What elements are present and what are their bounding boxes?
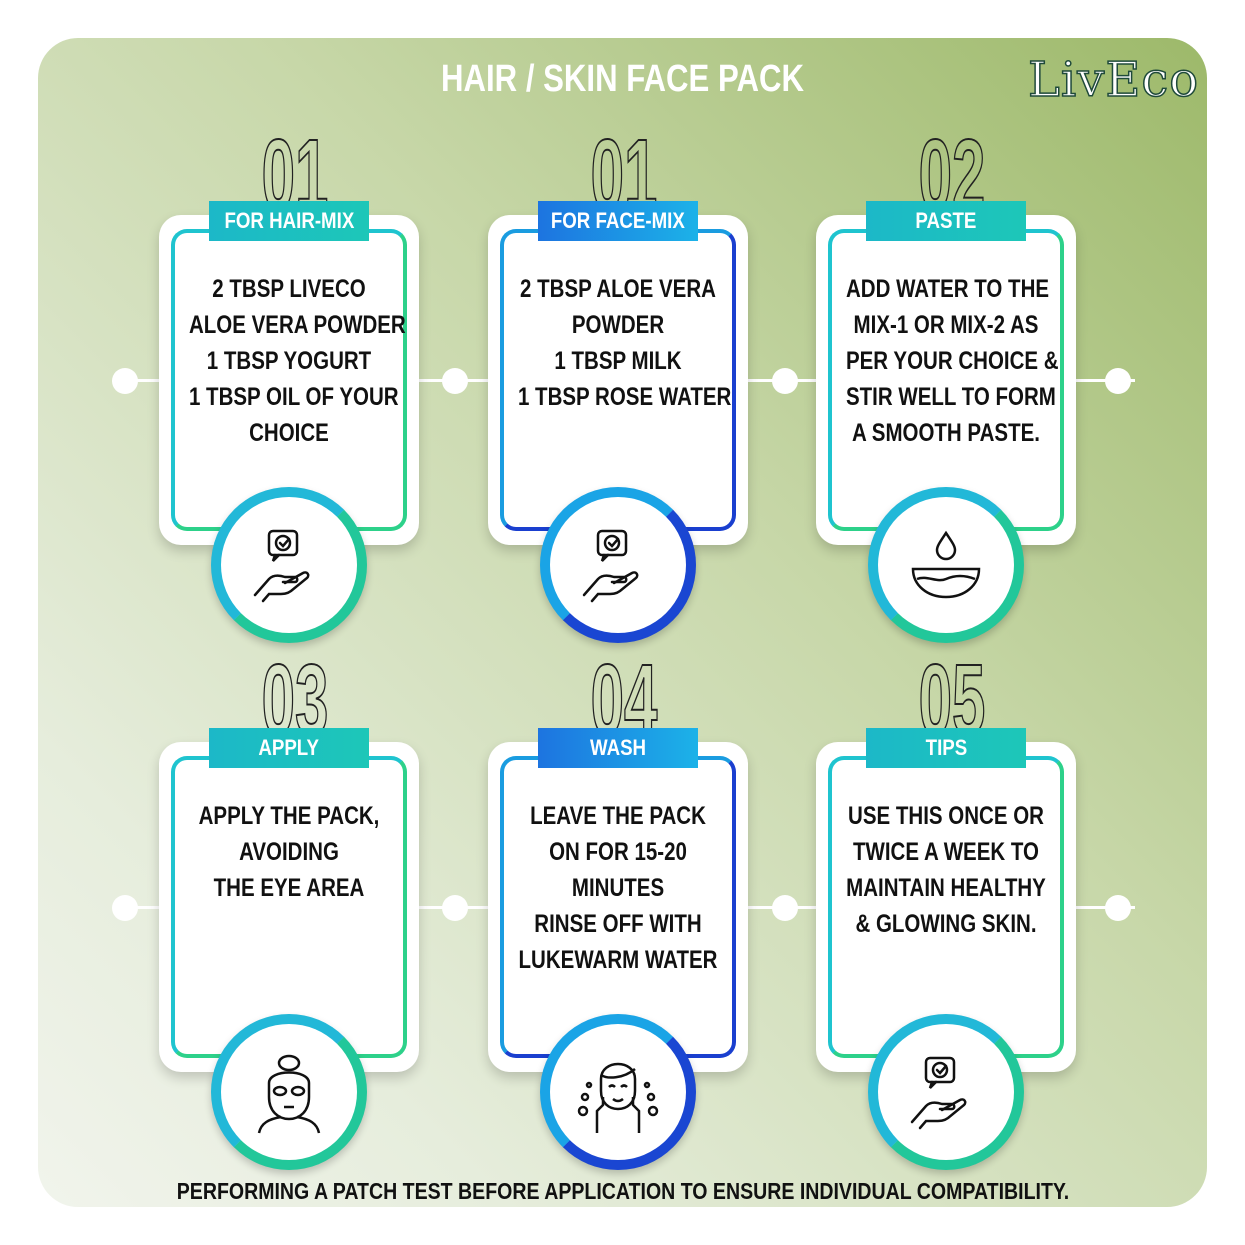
step-text-line: 1 TBSP ROSE WATER [517, 383, 732, 411]
step-label: FOR FACE-MIX [538, 201, 698, 241]
step-text-line: & GLOWING SKIN. [855, 910, 1037, 938]
step-text-line: 1 TBSP OIL OF YOUR [188, 383, 399, 411]
connector-dot [772, 368, 798, 394]
step-label-text: TIPS [925, 735, 967, 760]
step-text: APPLY THE PACK, AVOIDING THE EYE AREA [167, 798, 411, 906]
step-card: TIPS USE THIS ONCE OR TWICE A WEEK TO MAINT… [816, 728, 1076, 1170]
step-text-line: STIR WELL TO FORM [845, 383, 1056, 411]
footer-text: PERFORMING A PATCH TEST BEFORE APPLICATI… [176, 1178, 1069, 1204]
step-label-text: FOR HAIR-MIX [224, 208, 354, 233]
step-label-text: PASTE [915, 208, 977, 233]
step-label: TIPS [866, 728, 1026, 768]
step-text-line: ALOE VERA POWDER [188, 311, 406, 339]
step-text-line: 1 TBSP MILK [554, 347, 682, 375]
step-label: PASTE [866, 201, 1026, 241]
step-text-line: 1 TBSP YOGURT [206, 347, 372, 375]
connector-dot [112, 368, 138, 394]
connector-dot [772, 895, 798, 921]
step-label: APPLY [209, 728, 369, 768]
brand-logo: LivEco [1027, 51, 1200, 109]
step-text-line: PER YOUR CHOICE & [845, 347, 1059, 375]
step-text-line: THE EYE AREA [213, 874, 365, 902]
step-text: 2 TBSP ALOE VERA POWDER 1 TBSP MILK 1 TBSP … [496, 271, 740, 415]
step-text-line: MINUTES [571, 874, 665, 902]
step-text-line: ON FOR 15-20 [549, 838, 687, 866]
face-wash-icon [540, 1014, 696, 1170]
step-text-line: MIX-1 OR MIX-2 AS [853, 311, 1039, 339]
bowl-with-drop-icon [868, 487, 1024, 643]
connector-dot [1105, 895, 1131, 921]
step-text-line: AVOIDING [239, 838, 339, 866]
step-label-text: APPLY [258, 735, 320, 760]
step-text-line: 2 TBSP ALOE VERA [520, 275, 716, 303]
connector-dot [442, 368, 468, 394]
step-text: ADD WATER TO THE MIX-1 OR MIX-2 AS PER YOU… [824, 271, 1068, 451]
hand-with-check-bubble-icon [868, 1014, 1024, 1170]
hand-with-check-bubble-icon [540, 487, 696, 643]
page-title: HAIR / SKIN FACE PACK [440, 58, 804, 100]
step-card: PASTE ADD WATER TO THE MIX-1 OR MIX-2 AS PE… [816, 201, 1076, 643]
step-text: USE THIS ONCE OR TWICE A WEEK TO MAINTAIN … [824, 798, 1068, 942]
step-card: FOR FACE-MIX 2 TBSP ALOE VERA POWDER 1 TBSP… [488, 201, 748, 643]
connector-dot [1105, 368, 1131, 394]
step-label: WASH [538, 728, 698, 768]
face-mask-icon [211, 1014, 367, 1170]
hand-with-check-bubble-icon [211, 487, 367, 643]
step-card: FOR HAIR-MIX 2 TBSP LIVECO ALOE VERA POWDE… [159, 201, 419, 643]
footer-note: PERFORMING A PATCH TEST BEFORE APPLICATI… [0, 1178, 1245, 1205]
step-text-line: LEAVE THE PACK [530, 802, 706, 830]
step-text-line: TWICE A WEEK TO [852, 838, 1040, 866]
step-label-text: FOR FACE-MIX [550, 208, 686, 233]
step-card: APPLY APPLY THE PACK, AVOIDING THE EYE AREA [159, 728, 419, 1170]
step-text-line: 2 TBSP LIVECO [212, 275, 366, 303]
step-text-line: CHOICE [249, 419, 329, 447]
step-text-line: RINSE OFF WITH [534, 910, 702, 938]
connector-dot [442, 895, 468, 921]
step-label: FOR HAIR-MIX [209, 201, 369, 241]
step-text-line: APPLY THE PACK, [198, 802, 380, 830]
connector-dot [112, 895, 138, 921]
step-text-line: ADD WATER TO THE [845, 275, 1050, 303]
step-text-line: LUKEWARM WATER [518, 946, 718, 974]
step-text-line: POWDER [571, 311, 665, 339]
step-label-text: WASH [589, 735, 647, 760]
step-text-line: A SMOOTH PASTE. [852, 419, 1040, 447]
step-text-line: USE THIS ONCE OR [848, 802, 1044, 830]
step-text-line: MAINTAIN HEALTHY [846, 874, 1046, 902]
step-text: 2 TBSP LIVECO ALOE VERA POWDER 1 TBSP YOGU… [167, 271, 411, 451]
